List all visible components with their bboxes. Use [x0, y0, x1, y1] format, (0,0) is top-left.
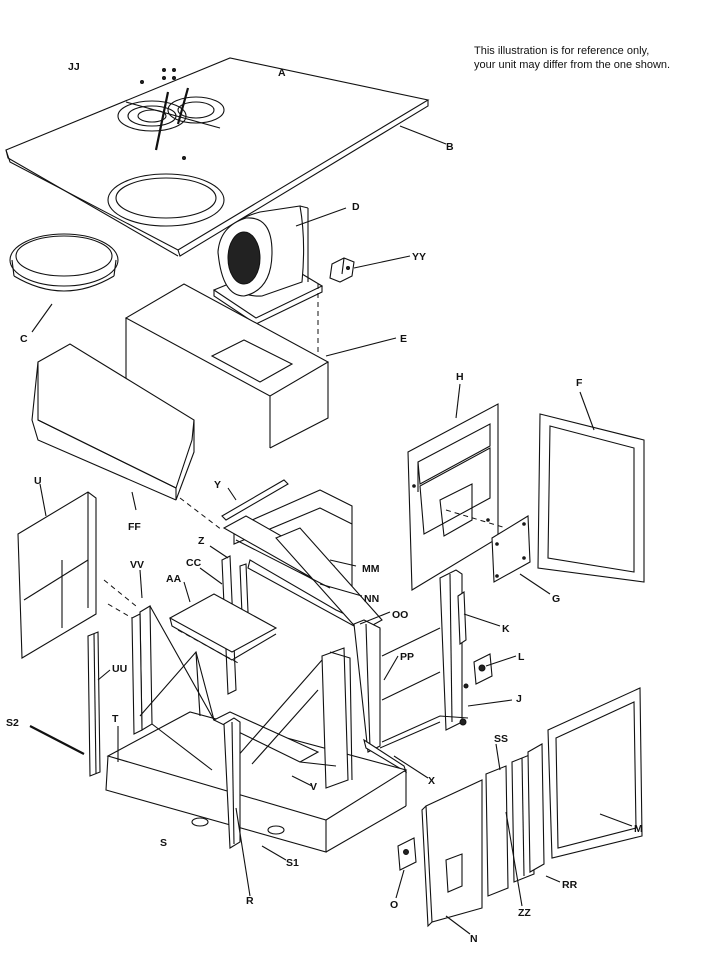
blower-partition-e	[124, 283, 330, 449]
label-jj: JJ	[68, 61, 80, 73]
label-cc: CC	[186, 557, 202, 569]
cabinet-frame	[168, 479, 493, 774]
label-y: Y	[214, 479, 221, 491]
divider-ss	[485, 765, 509, 897]
label-v: V	[310, 781, 317, 793]
label-vv: VV	[130, 559, 144, 571]
side-panel-m	[547, 687, 643, 859]
blower-assembly-d	[212, 205, 324, 325]
label-ss: SS	[494, 733, 508, 745]
fan-guard-jj	[117, 68, 225, 160]
front-panel-n	[421, 779, 483, 928]
label-ff: FF	[128, 521, 141, 533]
label-yy: YY	[412, 251, 426, 263]
reference-note-line-2: your unit may differ from the one shown.	[474, 59, 671, 71]
access-panel-g	[491, 515, 531, 583]
leader-lines	[29, 125, 633, 935]
label-oo: OO	[392, 609, 408, 621]
label-r: R	[246, 895, 254, 907]
filter-frame-f	[537, 413, 645, 583]
label-t: T	[112, 713, 119, 725]
callout-labels: JJ A B C D YY E H F U FF Y Z MM CC VV AA…	[6, 61, 643, 945]
panel-rr	[527, 743, 545, 873]
label-h: H	[456, 371, 464, 383]
corner-post-uu	[87, 631, 101, 777]
venturi-ring-c	[9, 233, 119, 292]
label-u: U	[34, 475, 42, 487]
label-pp: PP	[400, 651, 414, 663]
label-s: S	[160, 837, 167, 849]
label-f: F	[576, 377, 583, 389]
label-x: X	[428, 775, 435, 787]
latch-o	[397, 837, 417, 871]
top-cover-ff	[31, 343, 195, 501]
reference-note-line-1: This illustration is for reference only,	[474, 45, 650, 57]
top-panel-a	[5, 57, 430, 257]
label-s1: S1	[286, 857, 299, 869]
label-b: B	[446, 141, 454, 153]
label-s2: S2	[6, 717, 19, 729]
label-rr: RR	[562, 879, 578, 891]
label-mm: MM	[362, 563, 380, 575]
label-k: K	[502, 623, 510, 635]
label-z: Z	[198, 535, 205, 547]
label-e: E	[400, 333, 407, 345]
label-zz: ZZ	[518, 907, 531, 919]
reference-note: This illustration is for reference only,…	[474, 44, 702, 72]
label-d: D	[352, 201, 360, 213]
label-m: M	[634, 823, 643, 835]
side-panel-u	[17, 491, 97, 659]
label-uu: UU	[112, 663, 127, 675]
label-aa: AA	[166, 573, 182, 585]
corner-post-r	[223, 717, 241, 849]
bracket-yy	[329, 257, 355, 283]
label-o: O	[390, 899, 398, 911]
control-panel-h	[407, 403, 507, 591]
label-g: G	[552, 593, 560, 605]
label-n: N	[470, 933, 478, 945]
label-a: A	[278, 67, 286, 79]
label-j: J	[516, 693, 522, 705]
label-l: L	[518, 651, 525, 663]
corner-post-vv	[103, 579, 137, 607]
label-nn: NN	[364, 593, 379, 605]
label-c: C	[20, 333, 28, 345]
base-pan-s	[105, 711, 408, 853]
